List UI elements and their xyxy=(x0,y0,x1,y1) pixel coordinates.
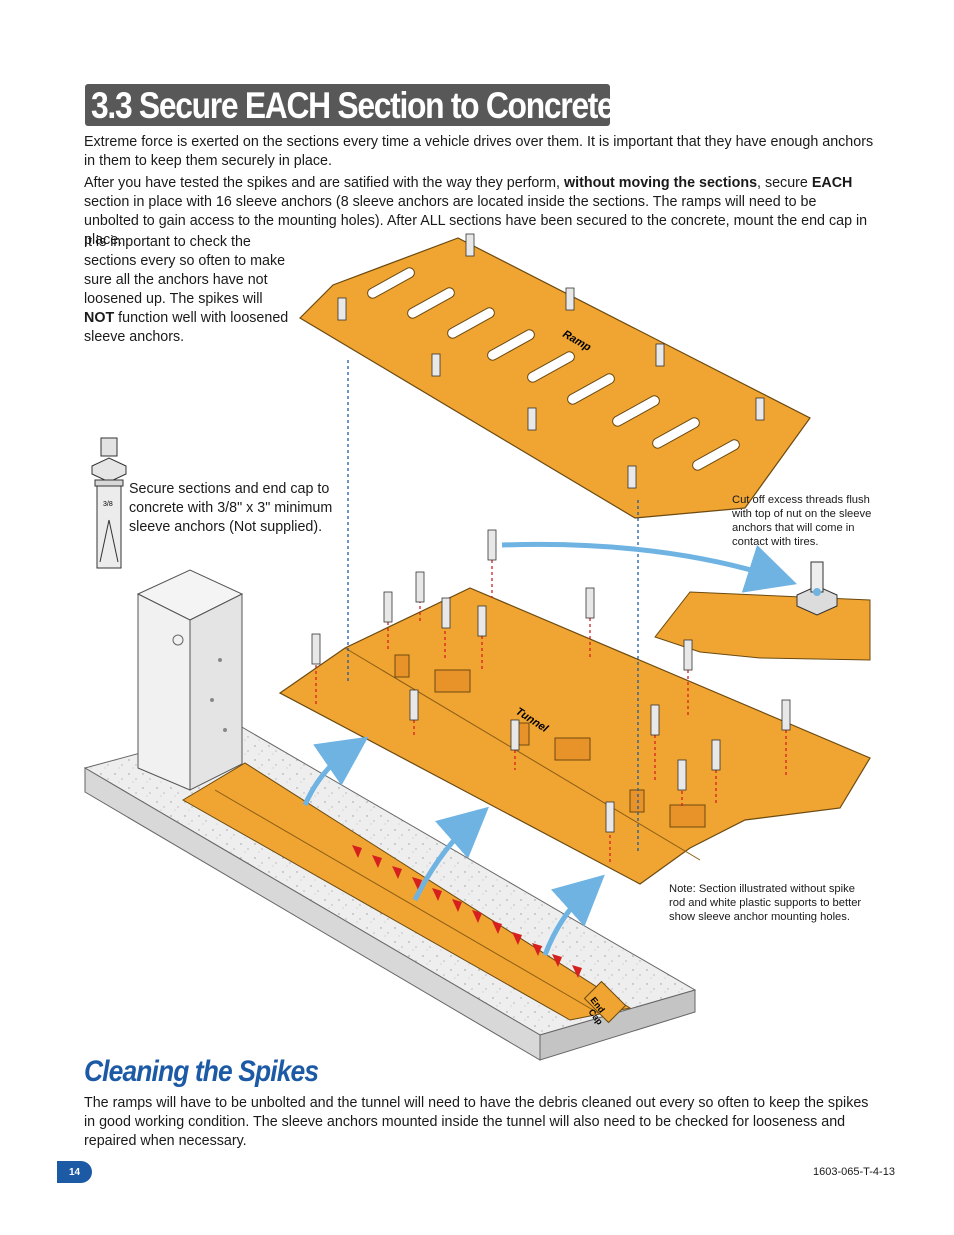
cleaning-title: Cleaning the Spikes xyxy=(84,1055,319,1088)
intro-paragraph: Extreme force is exerted on the sections… xyxy=(84,134,874,169)
page-number: 14 xyxy=(68,1166,81,1178)
support-note: Note: Section illustrated without spike … xyxy=(669,883,862,923)
sleeve-anchor-icon xyxy=(91,437,127,569)
thread-detail-inset xyxy=(654,561,871,661)
anchor-size-label: 3/8 xyxy=(103,501,113,508)
bolts xyxy=(311,233,791,833)
direction-arrows xyxy=(302,541,798,956)
control-box xyxy=(136,569,244,791)
section-title: 3.3 Secure EACH Section to Concrete xyxy=(91,85,615,126)
tunnel-panel xyxy=(278,587,871,885)
ramp-panel xyxy=(299,237,811,519)
inspection-note: It is important to check the sections ev… xyxy=(84,234,289,345)
instructions-paragraph: After you have tested the spikes and are… xyxy=(84,175,868,248)
anchor-note: Secure sections and end cap to concrete … xyxy=(129,481,333,535)
document-code: 1603-065-T-4-13 xyxy=(813,1166,895,1178)
page-number-badge: 14 xyxy=(57,1161,92,1183)
section-heading-box: 3.3 Secure EACH Section to Concrete xyxy=(85,84,615,126)
installed-spike-strip xyxy=(182,762,632,1024)
red-alignment-lines xyxy=(315,560,787,862)
blue-alignment-lines xyxy=(347,360,639,852)
cleaning-paragraph: The ramps will have to be unbolted and t… xyxy=(84,1095,869,1149)
thread-note: Cut off excess threads flush with top of… xyxy=(732,494,872,548)
